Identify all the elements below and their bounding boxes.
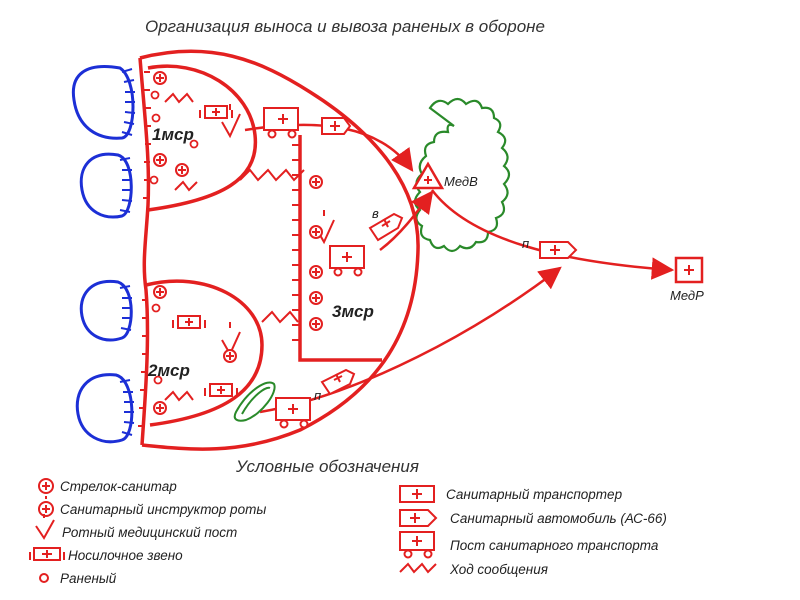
ambulance-icon bbox=[399, 509, 438, 527]
company3-front-ticks bbox=[138, 71, 300, 427]
carrier-3 bbox=[320, 368, 356, 396]
legend-icons bbox=[29, 478, 65, 583]
trench-5 bbox=[164, 390, 194, 402]
shelter bbox=[233, 381, 276, 422]
enemy-position-1 bbox=[71, 65, 135, 140]
rifleman-orderly bbox=[153, 401, 167, 415]
rifleman-orderly bbox=[309, 225, 323, 239]
medv-label: МедВ bbox=[444, 174, 478, 189]
company1-label: 1мср bbox=[152, 125, 194, 144]
enemy-position-2 bbox=[79, 152, 133, 219]
transport-post-2 bbox=[329, 245, 365, 277]
rifleman-orderly bbox=[309, 317, 323, 331]
vehicles bbox=[263, 107, 578, 429]
stretcher-team-3 bbox=[204, 383, 238, 397]
rifleman-orderly bbox=[153, 285, 167, 299]
trench-4 bbox=[174, 180, 198, 192]
company3-label: 3мср bbox=[332, 302, 374, 321]
wounded bbox=[189, 139, 199, 149]
company-med-post-1 bbox=[221, 104, 241, 139]
battalion-defense-area bbox=[138, 49, 420, 451]
company3-boundary bbox=[298, 135, 382, 362]
route-medv-to-medr bbox=[431, 189, 675, 280]
wounded bbox=[153, 375, 163, 385]
company-instructor-icon bbox=[38, 496, 54, 517]
legend-icons-right bbox=[399, 485, 438, 574]
trenches bbox=[164, 92, 305, 402]
carrier-2 bbox=[368, 212, 404, 242]
rifleman-orderlies bbox=[153, 71, 323, 415]
trench-3 bbox=[164, 92, 194, 104]
rifleman-orderly-icon bbox=[38, 478, 54, 494]
medr-point: МедР bbox=[670, 256, 704, 303]
label-p1: п bbox=[522, 236, 529, 251]
enemy-tick-marks bbox=[119, 68, 136, 436]
trench-1 bbox=[239, 168, 305, 182]
wounded-markers bbox=[149, 90, 199, 385]
rifleman-orderly bbox=[175, 163, 189, 177]
diagram-title: Организация выноса и вывоза раненых в об… bbox=[145, 17, 545, 36]
wounded bbox=[151, 303, 161, 313]
legend-item-label: Санитарный инструктор роты bbox=[60, 502, 266, 517]
evacuation-routes bbox=[244, 123, 675, 414]
rifleman-orderly bbox=[309, 265, 323, 279]
legend-item-label: Ротный медицинский пост bbox=[62, 525, 237, 540]
transport-post-1 bbox=[263, 107, 299, 139]
ambulance bbox=[539, 241, 578, 259]
carrier-1 bbox=[321, 117, 352, 135]
legend-item-label: Носилочное звено bbox=[68, 548, 183, 563]
rifleman-orderly bbox=[153, 153, 167, 167]
battalion-boundary bbox=[139, 49, 420, 451]
trench-icon bbox=[399, 562, 437, 574]
legend-title: Условные обозначения bbox=[235, 457, 419, 476]
enemy-positions bbox=[71, 65, 136, 444]
enemy-position-4 bbox=[75, 373, 134, 444]
enemy-position-3 bbox=[79, 279, 133, 342]
stretcher-team-2 bbox=[172, 315, 206, 329]
stretcher-team-icon bbox=[29, 547, 65, 561]
company-med-post-icon bbox=[35, 514, 55, 540]
legend-item-label: Санитарный транспортер bbox=[446, 487, 623, 502]
wounded bbox=[151, 113, 161, 123]
label-b: в bbox=[372, 206, 379, 221]
route-company3-to-medv bbox=[379, 190, 434, 251]
rifleman-orderly bbox=[153, 71, 167, 85]
transport-post-icon bbox=[399, 531, 435, 559]
legend-item-label: Раненый bbox=[60, 571, 117, 586]
medv-point: МедВ bbox=[411, 161, 478, 190]
stretcher-team-1 bbox=[199, 105, 233, 119]
legend-item-label: Стрелок-санитар bbox=[60, 479, 177, 494]
transport-post-3 bbox=[275, 397, 311, 429]
legend-item-label: Пост санитарного транспорта bbox=[450, 538, 659, 553]
rifleman-orderly bbox=[309, 175, 323, 189]
wounded bbox=[150, 90, 160, 100]
route-company2-to-medr bbox=[259, 266, 562, 414]
legend-item-label: Санитарный автомобиль (АС-66) bbox=[450, 511, 667, 526]
wounded bbox=[149, 175, 159, 185]
label-p2: п bbox=[314, 388, 321, 403]
company2-boundary bbox=[145, 279, 264, 427]
company1-boundary bbox=[147, 64, 258, 212]
wounded-icon bbox=[39, 573, 49, 583]
defense-front-line bbox=[138, 57, 151, 446]
trench-2 bbox=[261, 310, 299, 324]
stretcher-teams bbox=[172, 105, 238, 397]
legend-item-label: Ход сообщения bbox=[449, 562, 548, 577]
company2-label: 2мср bbox=[147, 361, 190, 380]
medr-label: МедР bbox=[670, 288, 704, 303]
sanitary-carrier-icon bbox=[399, 485, 435, 503]
rifleman-orderly bbox=[309, 291, 323, 305]
rifleman-orderly bbox=[223, 349, 237, 363]
forest-area bbox=[413, 97, 511, 253]
